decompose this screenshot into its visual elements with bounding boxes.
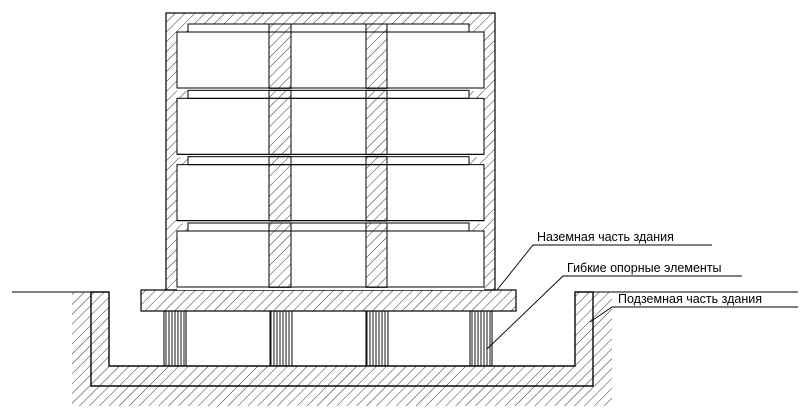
floor-1-column-1	[268, 23, 292, 89]
floor-1-column-2	[365, 23, 388, 89]
floor-1-lintel	[187, 23, 470, 33]
floor-3-column-1	[268, 156, 292, 222]
above-ground-building	[165, 12, 496, 291]
floor-4-column-1	[268, 222, 292, 288]
floor-1-opening	[177, 32, 484, 91]
floor-2-column-2	[365, 89, 388, 156]
floor-3-column-2	[365, 156, 388, 222]
flexible-support-1	[163, 310, 187, 367]
flexible-supports	[163, 310, 493, 367]
floor-4-lintel	[187, 222, 470, 232]
flexible-support-4	[469, 310, 493, 367]
floor-4-opening	[177, 231, 484, 290]
floor-2-opening	[177, 98, 484, 158]
floor-3-lintel	[187, 156, 470, 166]
floor-3-opening	[177, 164, 484, 224]
label-above-ground: Наземная часть здания	[537, 230, 674, 244]
leader-lines	[486, 244, 798, 350]
floor-4-column-2	[365, 222, 388, 288]
soil-hatching	[72, 292, 612, 406]
floor-2-lintel	[187, 89, 470, 99]
label-flexible-supports: Гибкие опорные элементы	[567, 261, 722, 275]
flexible-support-2	[269, 310, 293, 367]
base-slab	[140, 289, 517, 312]
leader-underground	[589, 306, 798, 323]
leader-above-ground	[496, 244, 712, 291]
floor-2-column-1	[268, 89, 292, 156]
label-underground: Подземная часть здания	[618, 292, 762, 306]
underground-structure	[90, 291, 594, 387]
leader-flexible-supports	[486, 275, 742, 350]
flexible-support-3	[365, 310, 389, 367]
